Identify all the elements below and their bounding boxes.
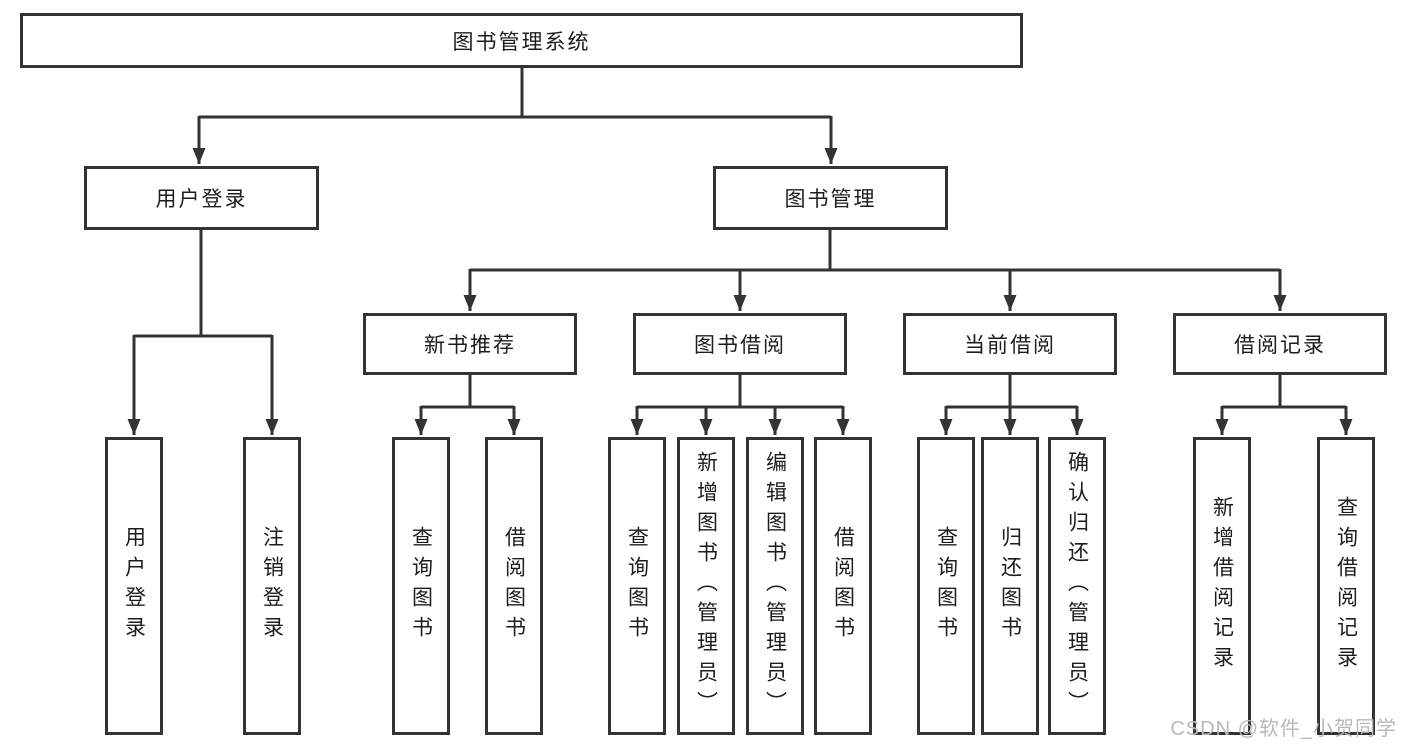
node-user-login: 用户登录 [84, 166, 319, 230]
leaf-label: 归还图书 [998, 526, 1022, 646]
leaf-confirm-return-admin: 确认归还（管理员） [1048, 437, 1106, 735]
leaf-label: 确认归还（管理员） [1065, 451, 1089, 721]
node-label: 当前借阅 [964, 334, 1056, 357]
node-book-management: 图书管理 [713, 166, 948, 230]
leaf-query-books: 查询图书 [392, 437, 450, 735]
node-library-management-system: 图书管理系统 [20, 13, 1023, 68]
leaf-label: 用户登录 [122, 526, 146, 646]
leaf-label: 查询图书 [409, 526, 433, 646]
node-label: 用户登录 [155, 188, 248, 211]
leaf-user-login: 用户登录 [105, 437, 163, 735]
leaf-label: 新增图书（管理员） [694, 451, 718, 721]
leaf-borrow-books: 借阅图书 [485, 437, 543, 735]
leaf-label: 查询图书 [934, 526, 958, 646]
node-label: 图书管理系统 [452, 30, 591, 54]
csdn-watermark: CSDN @软件_小贺同学 [1170, 718, 1397, 740]
leaf-query-books-3: 查询图书 [917, 437, 975, 735]
leaf-borrow-books-2: 借阅图书 [814, 437, 872, 735]
node-label: 借阅记录 [1234, 334, 1326, 357]
leaf-label: 查询借阅记录 [1334, 496, 1358, 676]
leaf-return-books: 归还图书 [981, 437, 1039, 735]
node-label: 新书推荐 [424, 334, 516, 357]
leaf-label: 借阅图书 [831, 526, 855, 646]
leaf-add-borrow-record: 新增借阅记录 [1193, 437, 1251, 735]
leaf-label: 新增借阅记录 [1210, 496, 1234, 676]
leaf-query-borrow-record: 查询借阅记录 [1317, 437, 1375, 735]
leaf-label: 注销登录 [260, 526, 284, 646]
node-current-borrow: 当前借阅 [903, 313, 1117, 375]
leaf-query-books-2: 查询图书 [608, 437, 666, 735]
leaf-label: 查询图书 [625, 526, 649, 646]
node-label: 图书借阅 [694, 334, 786, 357]
node-book-borrow: 图书借阅 [633, 313, 847, 375]
node-label: 图书管理 [784, 188, 877, 211]
leaf-label: 编辑图书（管理员） [763, 451, 787, 721]
leaf-logout-login: 注销登录 [243, 437, 301, 735]
leaf-edit-books-admin: 编辑图书（管理员） [746, 437, 804, 735]
leaf-label: 借阅图书 [502, 526, 526, 646]
node-new-book-recommend: 新书推荐 [363, 313, 577, 375]
node-borrow-records: 借阅记录 [1173, 313, 1387, 375]
leaf-add-books-admin: 新增图书（管理员） [677, 437, 735, 735]
